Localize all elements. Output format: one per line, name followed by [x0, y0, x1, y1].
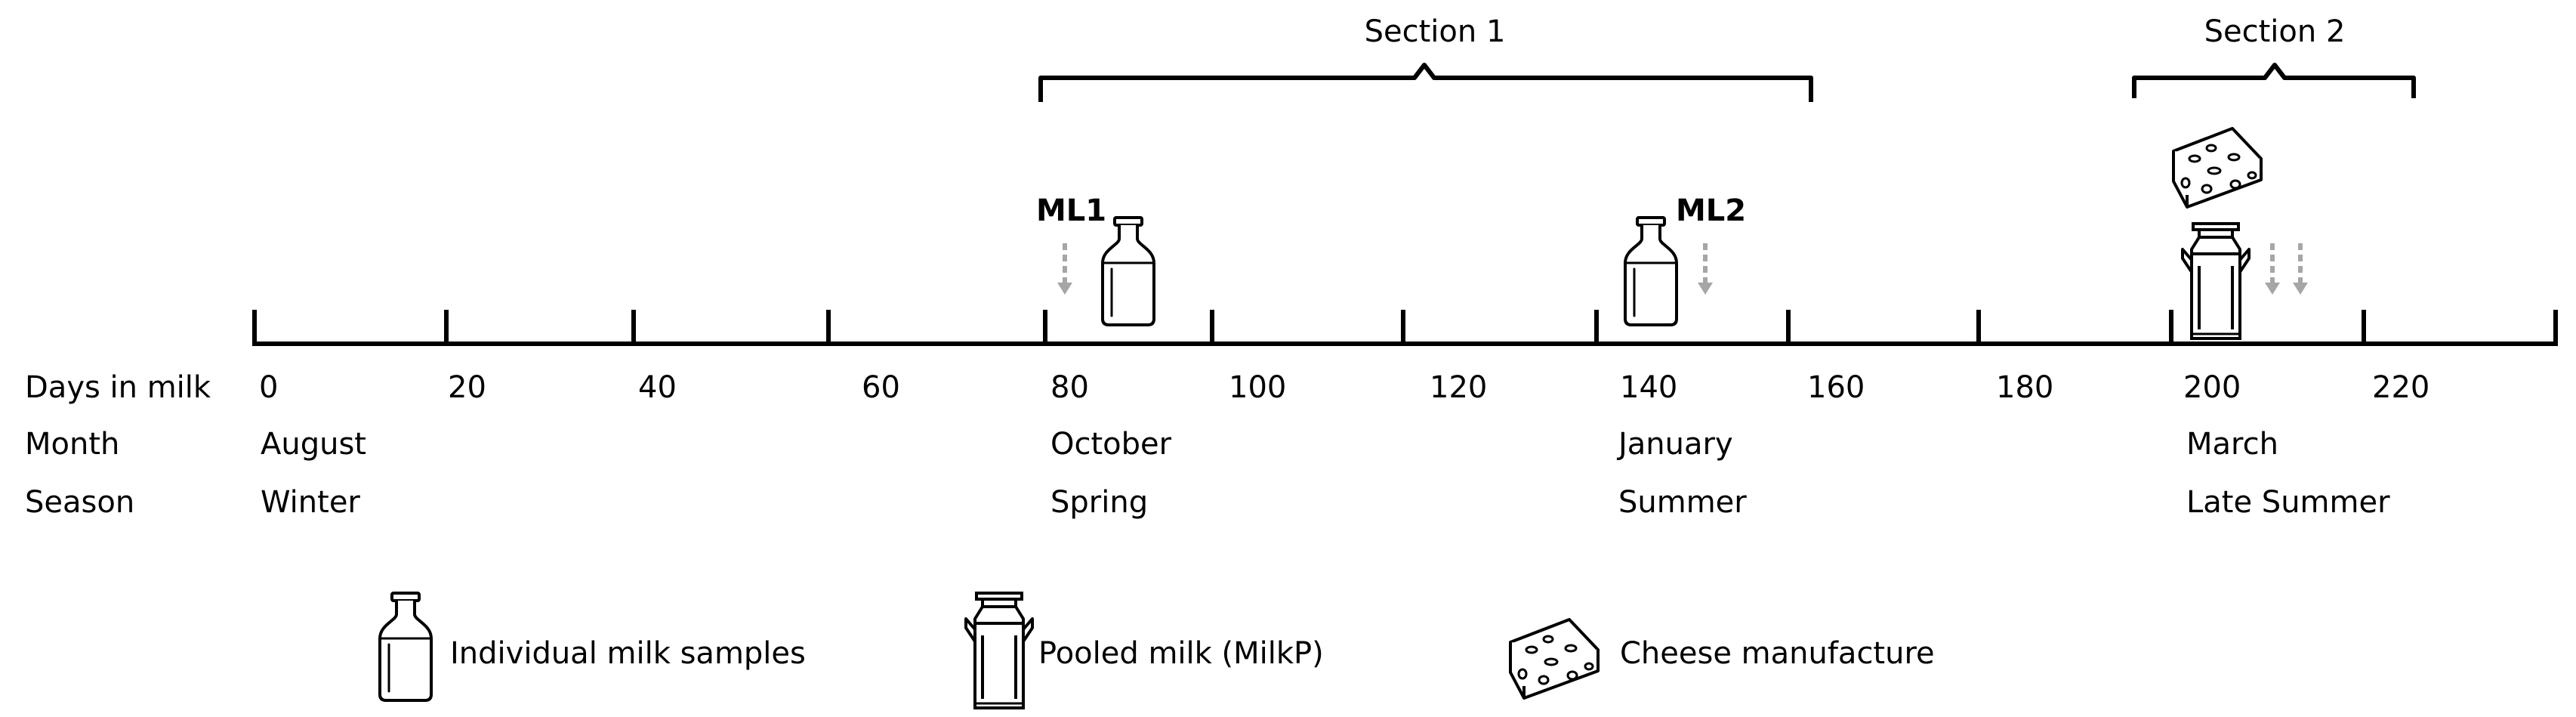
days-in-milk-label: Days in milk	[25, 370, 211, 405]
day-tick-label: 220	[2372, 370, 2430, 405]
season-label: Season	[25, 485, 135, 520]
section-1-label: Section 1	[1364, 14, 1506, 49]
day-tick-label: 40	[638, 370, 677, 405]
day-tick-label: 140	[1620, 370, 1678, 405]
legend-milk-bottle-icon	[378, 592, 433, 702]
pooled-arrow-icon	[2265, 243, 2280, 295]
day-tick-label: 160	[1807, 370, 1865, 405]
season-value: Late Summer	[2186, 485, 2390, 520]
milk-can-icon	[2181, 222, 2251, 340]
section-1-bracket	[1038, 63, 1813, 102]
milk-bottle-icon	[1101, 216, 1155, 326]
month-value: August	[261, 427, 366, 462]
season-value: Winter	[261, 485, 360, 520]
legend-cheese-label: Cheese manufacture	[1620, 636, 1935, 671]
milk-bottle-icon	[1624, 216, 1678, 326]
axis-ticks	[252, 310, 2558, 346]
pooled-arrow-icon	[2293, 243, 2308, 295]
season-value: Summer	[1618, 485, 1747, 520]
month-label: Month	[25, 427, 120, 462]
month-value: March	[2186, 427, 2278, 462]
ml2-label: ML2	[1676, 193, 1747, 228]
ml1-label: ML1	[1036, 193, 1107, 228]
day-tick-label: 80	[1050, 370, 1089, 405]
cheese-icon	[2172, 127, 2263, 209]
legend-cheese-icon	[1509, 618, 1600, 700]
month-value: January	[1618, 427, 1733, 462]
day-tick-label: 180	[1996, 370, 2054, 405]
ml1-arrow-icon	[1057, 243, 1072, 295]
season-value: Spring	[1050, 485, 1149, 520]
legend-individual-label: Individual milk samples	[450, 636, 806, 671]
day-tick-label: 100	[1229, 370, 1287, 405]
legend-milk-can-icon	[964, 592, 1034, 709]
day-tick-label: 20	[448, 370, 486, 405]
ml2-arrow-icon	[1698, 243, 1713, 295]
day-tick-label: 200	[2183, 370, 2241, 405]
section-2-bracket	[2132, 63, 2416, 98]
day-tick-label: 120	[1430, 370, 1488, 405]
section-2-label: Section 2	[2204, 14, 2346, 49]
day-tick-label: 60	[862, 370, 900, 405]
month-value: October	[1050, 427, 1172, 462]
legend-pooled-label: Pooled milk (MilkP)	[1038, 636, 1324, 671]
day-tick-label: 0	[259, 370, 279, 405]
